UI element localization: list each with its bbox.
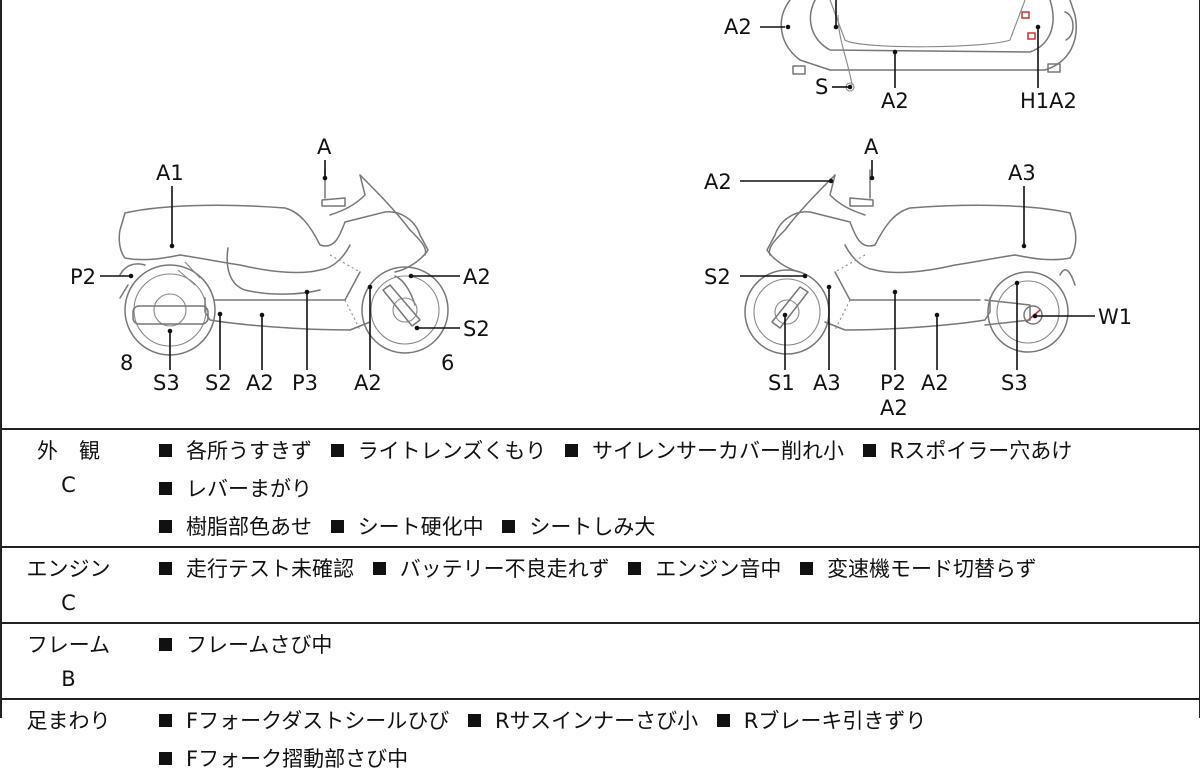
report-row-exterior: 外 観 C 各所うすきず ライトレンズくもり サイレンサーカバー削れ小 Rスポイ… xyxy=(0,428,1200,547)
labels-top-view: A2 S A2 H1A2 xyxy=(724,0,1077,113)
bullet-square-icon xyxy=(159,752,172,765)
issue-item: レバーまがり xyxy=(159,470,312,508)
label-top-a2-left: A2 xyxy=(724,15,752,39)
label-l-p3: P3 xyxy=(292,371,318,395)
issue-item: フレームさび中 xyxy=(159,626,332,664)
category-name: 足まわり xyxy=(26,709,111,733)
scooter-top-view xyxy=(780,0,1077,92)
label-r-w1: W1 xyxy=(1098,305,1132,329)
damage-diagram: A2 S A2 H1A2 A A1 P2 A2 S2 8 S3 S2 A2 P3… xyxy=(70,0,1132,420)
issue-item: Fフォーク摺動部さび中 xyxy=(159,740,408,778)
report-row-engine: エンジン C 走行テスト未確認 バッテリー不良走れず エンジン音中 変速機モード… xyxy=(0,546,1200,623)
bullet-square-icon xyxy=(159,482,172,495)
label-l-s2-bottom: S2 xyxy=(205,371,232,395)
label-top-a2-mid: A2 xyxy=(881,89,909,113)
labels-left-view: A A1 P2 A2 S2 8 S3 S2 A2 P3 A2 6 xyxy=(70,135,491,395)
bullet-square-icon xyxy=(467,714,481,727)
label-r-a-top: A xyxy=(864,135,879,159)
scooter-right-view xyxy=(744,169,1077,355)
category-cell: エンジン C xyxy=(0,546,137,623)
issue-item: エンジン音中 xyxy=(628,550,781,588)
category-name: 外 観 xyxy=(37,439,100,463)
issue-item: Rスポイラー穴あけ xyxy=(862,432,1072,470)
label-l-a1: A1 xyxy=(156,161,184,185)
label-l-a2-right: A2 xyxy=(463,265,491,289)
bullet-square-icon xyxy=(502,520,516,533)
labels-right-view: A A2 A3 S2 W1 S1 A3 P2 A2 A2 S3 xyxy=(704,135,1132,420)
issue-item: 樹脂部色あせ xyxy=(159,508,312,546)
label-r-s2: S2 xyxy=(704,265,731,289)
bullet-square-icon xyxy=(564,444,578,457)
category-grade: B xyxy=(61,667,76,691)
bullet-square-icon xyxy=(159,714,172,727)
label-l-p2: P2 xyxy=(70,265,96,289)
label-r-a3-bottom: A3 xyxy=(813,371,841,395)
bullet-square-icon xyxy=(330,444,344,457)
label-l-a-top: A xyxy=(317,135,332,159)
bullet-square-icon xyxy=(628,562,642,575)
label-l-s3: S3 xyxy=(153,371,180,395)
category-name: エンジン xyxy=(26,557,111,581)
items-cell: 走行テスト未確認 バッテリー不良走れず エンジン音中 変速機モード切替らず xyxy=(137,546,1200,623)
label-r-a2-bottom: A2 xyxy=(921,371,949,395)
label-l-8: 8 xyxy=(120,351,133,375)
issue-item: ライトレンズくもり xyxy=(330,432,546,470)
label-l-a2-front: A2 xyxy=(354,371,382,395)
scooter-left-view xyxy=(118,169,449,356)
label-l-s2-right: S2 xyxy=(463,317,490,341)
bullet-square-icon xyxy=(862,444,876,457)
label-l-a2-bottom: A2 xyxy=(246,371,274,395)
category-grade xyxy=(0,738,137,772)
label-top-h1a2: H1A2 xyxy=(1020,89,1077,113)
issue-item: Rブレーキ引きずり xyxy=(716,702,926,740)
issue-item: シートしみ大 xyxy=(502,508,655,546)
category-grade: C xyxy=(61,591,76,615)
label-r-s1: S1 xyxy=(768,371,795,395)
items-cell: フレームさび中 xyxy=(137,622,1200,699)
issue-item: サイレンサーカバー削れ小 xyxy=(564,432,844,470)
category-cell: 足まわり xyxy=(0,698,137,778)
bullet-square-icon xyxy=(716,714,730,727)
issue-item: Fフォークダストシールひび xyxy=(159,702,449,740)
bullet-square-icon xyxy=(159,444,172,457)
label-r-a2-top: A2 xyxy=(704,170,732,194)
report-row-suspension: 足まわり Fフォークダストシールひび Rサスインナーさび小 Rブレーキ引きずり … xyxy=(0,698,1200,778)
issue-item: Rサスインナーさび小 xyxy=(467,702,698,740)
label-r-s3: S3 xyxy=(1001,371,1028,395)
issue-item: 各所うすきず xyxy=(159,432,312,470)
label-l-6: 6 xyxy=(441,351,454,375)
label-top-s: S xyxy=(815,75,828,99)
bullet-square-icon xyxy=(800,562,814,575)
bullet-square-icon xyxy=(159,562,172,575)
issue-item: バッテリー不良走れず xyxy=(372,550,610,588)
bullet-square-icon xyxy=(159,638,172,651)
label-r-p2: P2 xyxy=(880,371,906,395)
bullet-square-icon xyxy=(372,562,386,575)
issue-item: 変速機モード切替らず xyxy=(800,550,1037,588)
issue-item: 走行テスト未確認 xyxy=(159,550,354,588)
bullet-square-icon xyxy=(159,520,172,533)
category-name: フレーム xyxy=(26,633,111,657)
bullet-square-icon xyxy=(330,520,344,533)
condition-report: 外 観 C 各所うすきず ライトレンズくもり サイレンサーカバー削れ小 Rスポイ… xyxy=(0,428,1200,778)
issue-item: シート硬化中 xyxy=(330,508,484,546)
category-cell: フレーム B xyxy=(0,622,137,699)
label-r-a3-top: A3 xyxy=(1008,161,1036,185)
label-r-a2-under: A2 xyxy=(880,396,908,420)
category-cell: 外 観 C xyxy=(0,428,137,547)
category-grade: C xyxy=(61,473,76,497)
report-row-frame: フレーム B フレームさび中 xyxy=(0,622,1200,699)
items-cell: 各所うすきず ライトレンズくもり サイレンサーカバー削れ小 Rスポイラー穴あけ … xyxy=(137,428,1200,547)
items-cell: Fフォークダストシールひび Rサスインナーさび小 Rブレーキ引きずり Fフォーク… xyxy=(137,698,1200,778)
